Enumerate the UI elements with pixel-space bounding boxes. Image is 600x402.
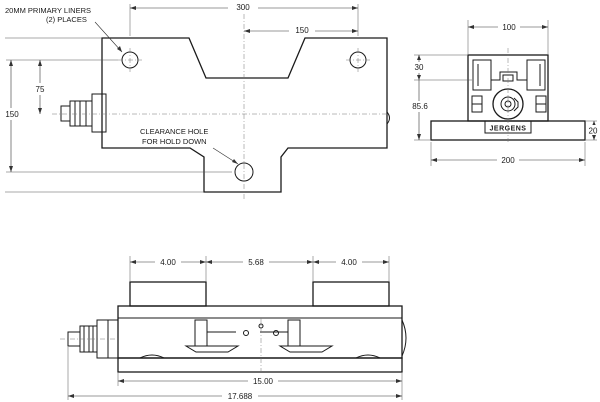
top-view-screw-head [60, 105, 71, 122]
end-view-jaw-right [526, 59, 546, 91]
side-view-base [117, 357, 403, 373]
side-view-dim-5-68: 5.68 [248, 258, 264, 267]
end-view-dim-20: 20 [589, 127, 598, 136]
end-view-dim-85-6: 85.6 [412, 102, 428, 111]
end-view: JERGENS 100 200 [409, 20, 600, 166]
top-view-screw-nut [69, 100, 93, 127]
top-view-dim-150-horizontal: 150 [295, 26, 309, 35]
top-view: 20MM PRIMARY LINERS (2) PLACES CLEARANCE… [4, 2, 390, 200]
side-view: 4.00 5.68 4.00 15.00 17.688 [60, 256, 407, 401]
top-view-note-liners: 20MM PRIMARY LINERS [5, 6, 91, 15]
side-view-dim-4-00-right: 4.00 [341, 258, 357, 267]
top-view-dim-75: 75 [36, 85, 45, 94]
side-view-dim-17-688: 17.688 [228, 392, 253, 401]
side-view-dim-15-00: 15.00 [253, 377, 274, 386]
top-view-housing [91, 93, 107, 133]
end-view-dim-200: 200 [501, 156, 515, 165]
side-view-dim-4-00-left: 4.00 [160, 258, 176, 267]
end-view-dim-100: 100 [502, 23, 516, 32]
top-view-body-outline [101, 37, 388, 193]
top-view-dim-150-vertical: 150 [5, 110, 19, 119]
top-view-dim-300: 300 [236, 3, 250, 12]
end-view-dim-30: 30 [415, 63, 424, 72]
top-view-note-clearance: CLEARANCE HOLE [140, 127, 208, 136]
side-view-jaw-left [129, 281, 207, 307]
top-view-note-hold-down: FOR HOLD DOWN [142, 137, 207, 146]
top-view-note-liners-count: (2) PLACES [46, 15, 87, 24]
end-view-jaw-left [472, 59, 492, 91]
side-view-jaw-right [312, 281, 390, 307]
